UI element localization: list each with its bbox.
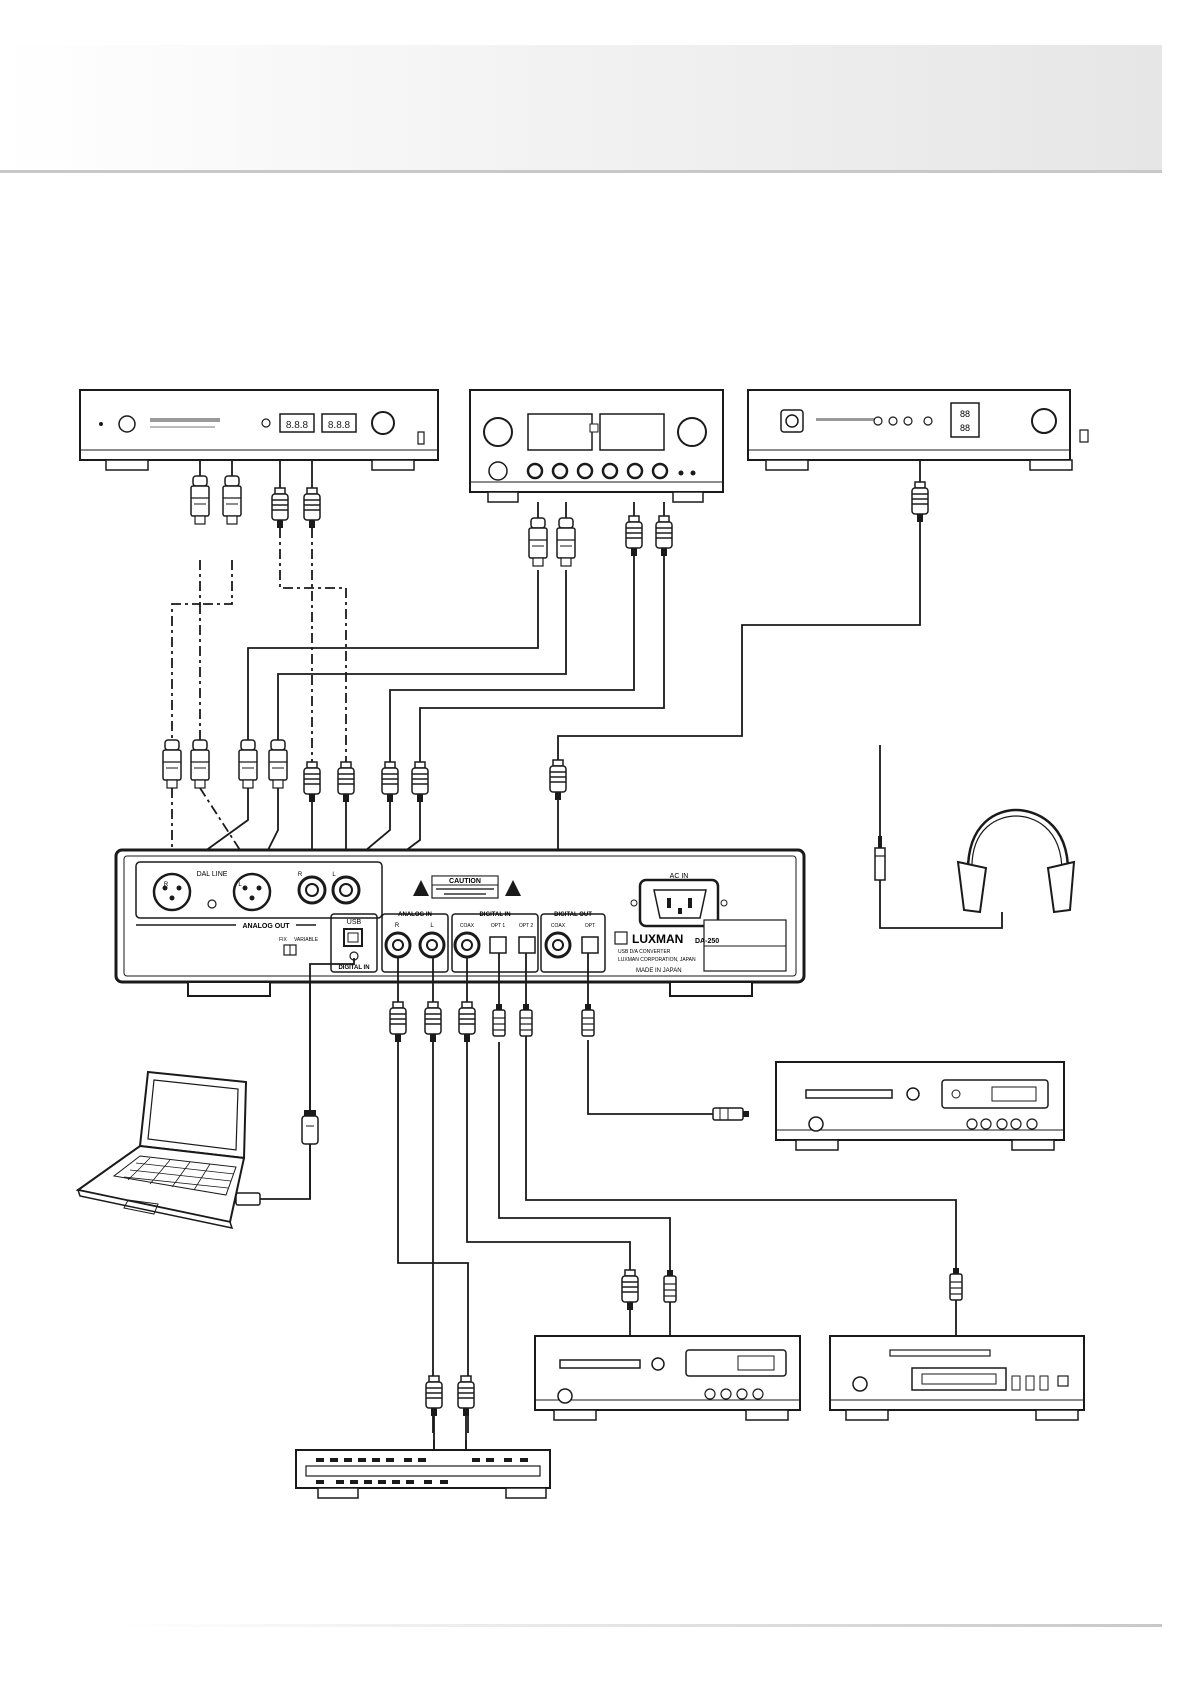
- variable-label: VARIABLE: [294, 937, 319, 943]
- plug-xlr-in-3: [239, 740, 257, 788]
- laptop-icon: [78, 1072, 246, 1228]
- coax-out-label: COAX: [551, 923, 566, 929]
- plug-rca-in-3: [382, 762, 398, 802]
- plug-xlr-pre-1: [191, 476, 209, 524]
- corporation-label: LUXMAN CORPORATION, JAPAN: [618, 957, 696, 963]
- svg-text:8.8.8: 8.8.8: [286, 420, 309, 431]
- plug-rca-in-2: [338, 762, 354, 802]
- cd-player-right: [776, 1062, 1064, 1150]
- coax-in-label: COAX: [460, 923, 475, 929]
- plug-rca-int-2: [656, 516, 672, 556]
- plug-opt2-in: [520, 1004, 532, 1036]
- plug-analog-in-r: [390, 1002, 406, 1042]
- cable-runs: [172, 520, 1002, 1450]
- plug-xlr-in-4: [269, 740, 287, 788]
- plug-rca-pre-1: [272, 488, 288, 528]
- tuner-bottom: [296, 1376, 550, 1498]
- plug-opt1-in: [493, 1004, 505, 1036]
- cd-player-center: [535, 1270, 800, 1420]
- plug-opt-out: [582, 1004, 594, 1036]
- digital-in-label: DIGITAL IN: [479, 912, 510, 918]
- plug-rca-in-1: [304, 762, 320, 802]
- usb-label: USB: [347, 919, 362, 926]
- product-desc-label: USB D/A CONVERTER: [618, 949, 671, 955]
- made-in-label: MADE IN JAPAN: [636, 968, 682, 974]
- opt-out-label: OPT: [585, 923, 595, 929]
- model-label: DA-250: [695, 938, 719, 945]
- opt2-label: OPT 2: [519, 923, 534, 929]
- plug-xlr-int-1: [529, 518, 547, 566]
- caution-label: CAUTION: [449, 878, 481, 885]
- plug-xlr-in-2: [191, 740, 209, 788]
- fix-label: FIX: [279, 937, 287, 943]
- plug-analog-in-l: [425, 1002, 441, 1042]
- xlr-r-label: R: [164, 882, 169, 888]
- plug-rca-int-1: [626, 516, 642, 556]
- analog-out-label: ANALOG OUT: [242, 923, 290, 930]
- plug-xlr-int-2: [557, 518, 575, 566]
- svg-text:88: 88: [960, 423, 970, 433]
- plug-xlr-pre-2: [223, 476, 241, 524]
- plug-rca-pre-2: [304, 488, 320, 528]
- plug-coax-out-top: [550, 760, 566, 800]
- dal-line-label: DAL LINE: [197, 871, 228, 878]
- plug-xlr-in-1: [163, 740, 181, 788]
- opt1-label: OPT 1: [491, 923, 506, 929]
- svg-text:88: 88: [960, 409, 970, 419]
- rca-r-label: R: [298, 872, 303, 878]
- usb-digital-in-label: DIGITAL IN: [338, 965, 369, 971]
- preamplifier: 8.8.8 8.8.8: [80, 390, 438, 470]
- analog-in-r-label: R: [395, 923, 400, 929]
- digital-out-label: DIGITAL OUT: [554, 912, 592, 918]
- analog-in-label: ANALOG IN: [398, 912, 432, 918]
- plug-coax-top-right: [912, 482, 928, 522]
- plug-optical-cd-right: [713, 1108, 749, 1120]
- integrated-amplifier: [470, 390, 723, 502]
- plug-coax-in: [459, 1002, 475, 1042]
- headphones-icon: [875, 810, 1074, 912]
- dac-unit-top-right: 88 88: [748, 390, 1088, 470]
- plug-rca-in-4: [412, 762, 428, 802]
- da250-rear-panel: DAL LINE R L R L ANALOG OUT FIX VARIABLE…: [116, 850, 804, 996]
- brand-label: LUXMAN: [632, 932, 683, 946]
- svg-text:8.8.8: 8.8.8: [328, 420, 351, 431]
- recorder-right: [830, 1268, 1084, 1420]
